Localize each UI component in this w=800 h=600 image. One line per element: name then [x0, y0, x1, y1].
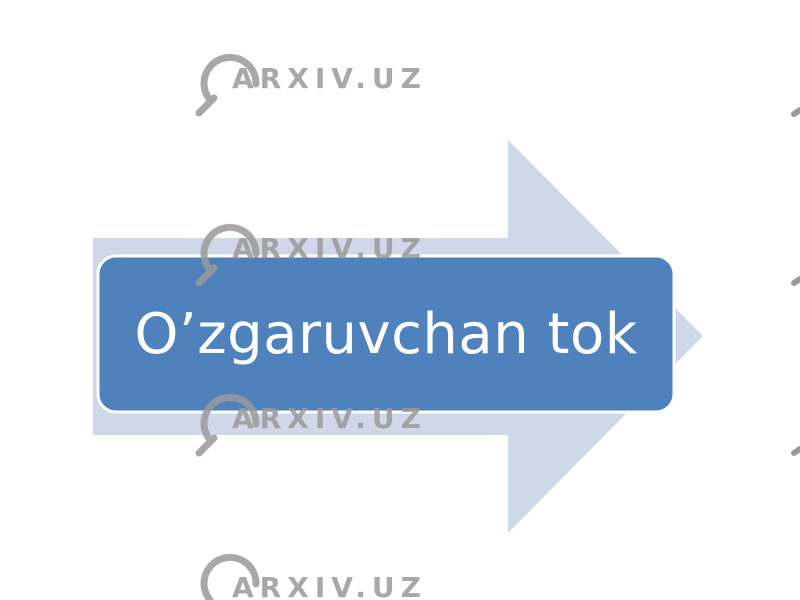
watermark-text: ARXIV.UZ	[232, 232, 427, 265]
watermark: ARXIV.UZ	[195, 393, 427, 457]
label-box	[96, 254, 676, 414]
watermark-text: ARXIV.UZ	[232, 62, 427, 95]
magnifier-icon	[195, 393, 260, 457]
magnifier-icon	[195, 53, 260, 117]
magnifier-icon	[200, 553, 260, 600]
magnifier-icon	[195, 223, 260, 287]
watermark: ARXIV.UZ	[195, 223, 427, 287]
watermark-edge-marks	[791, 107, 800, 456]
watermark-text: ARXIV.UZ	[232, 402, 427, 435]
watermark-text: ARXIV.UZ	[232, 571, 427, 600]
diagram-label: O’zgaruvchan tok	[134, 301, 638, 367]
watermark: ARXIV.UZ	[195, 53, 427, 117]
watermark: ARXIV.UZ	[200, 553, 427, 600]
